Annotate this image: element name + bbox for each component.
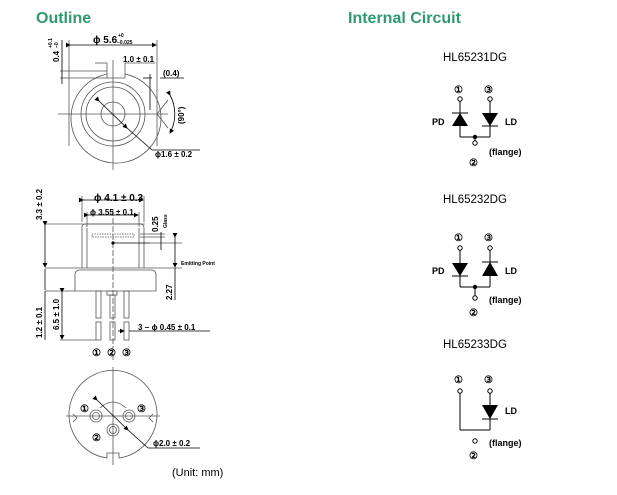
circuit-1-flange-label: (flange)	[489, 147, 522, 157]
circuit-3-pin-2: ②	[469, 451, 478, 462]
circuit-2-pd-diode-icon	[452, 263, 468, 276]
top-view-outer-circle	[70, 73, 162, 164]
lead-2	[109, 294, 116, 319]
circuit-1-pin-2: ②	[469, 158, 478, 169]
internal-circuit-heading: Internal Circuit	[348, 10, 461, 27]
circuit-2-model: HL65232DG	[443, 194, 507, 206]
circuit-1-pin-1: ①	[454, 85, 463, 96]
bottom-pin-2: ②	[92, 433, 101, 444]
side-emitting-height: 2.27	[165, 284, 174, 300]
circuit-1-model: HL65231DG	[443, 52, 507, 64]
side-lead-length: 6.5 ± 1.0	[52, 298, 61, 330]
top-notch-depth: 0.4	[52, 50, 61, 62]
top-notch-tol-upper: +0.1	[48, 38, 54, 48]
circuit-3-flange-label: (flange)	[489, 438, 522, 448]
circuit-2-pin-3: ③	[484, 233, 493, 244]
unit-note: (Unit: mm)	[172, 467, 224, 479]
top-angle: (90°)	[177, 106, 186, 124]
top-side-notch: (0.4)	[163, 69, 180, 78]
circuit-hl65231dg: HL65231DG ① ③ PD LD (flange) ②	[432, 52, 522, 169]
lead-1	[95, 290, 102, 319]
side-pin-2: ②	[107, 348, 116, 359]
side-view	[45, 196, 182, 360]
top-notch-tol-lower: −0	[54, 42, 60, 48]
side-lead-dia: 3 − ϕ 0.45 ± 0.1	[138, 323, 196, 332]
circuit-2-ld-diode-icon	[482, 262, 498, 276]
circuit-1-ld-diode-icon	[482, 113, 498, 126]
side-view-flange	[74, 269, 157, 292]
circuit-3-pin-3: ③	[484, 375, 493, 386]
circuit-1-pin-3: ③	[484, 85, 493, 96]
circuit-1-pd-label: PD	[432, 117, 445, 127]
circuit-3-model: HL65233DG	[443, 339, 507, 351]
circuit-3-pin-1: ①	[454, 375, 463, 386]
top-dia-body: ϕ 5.6	[93, 35, 118, 46]
circuit-2-flange-label: (flange)	[489, 295, 522, 305]
top-notch-width: 1.0 ± 0.1	[123, 55, 155, 64]
circuit-2-ld-label: LD	[505, 266, 517, 276]
outline-heading: Outline	[36, 10, 92, 27]
top-dia-tol-upper: +0	[118, 33, 124, 39]
circuit-1-pd-diode-icon	[452, 113, 468, 126]
bottom-view-outer	[68, 370, 158, 459]
bottom-pin-1: ①	[80, 404, 89, 415]
circuit-hl65232dg: HL65232DG ① ③ PD LD (flange) ②	[432, 194, 522, 319]
bottom-pcd: ϕ2.0 ± 0.2	[153, 439, 191, 448]
side-flange-thickness: 1.2 ± 0.1	[35, 306, 44, 338]
circuit-2-pin-2: ②	[469, 308, 478, 319]
circuit-3-ld-diode-icon	[482, 405, 498, 419]
side-glass-thickness: 0.25	[151, 216, 160, 232]
side-pin-3: ③	[122, 348, 131, 359]
side-pin-1: ①	[92, 348, 101, 359]
top-inner-dia: ϕ1.6 ± 0.2	[155, 150, 193, 159]
side-emitting-point-label: Emitting Point	[181, 261, 215, 267]
side-cap-height: 3.3 ± 0.2	[35, 188, 44, 220]
side-cap-dia: ϕ 4.1 ± 0.3	[94, 193, 144, 204]
side-glass-label: Glass	[163, 214, 169, 228]
side-window-dia: ϕ 3.55 ± 0.1	[90, 208, 134, 217]
lead-3	[123, 290, 130, 319]
bottom-pin-3: ③	[137, 404, 146, 415]
top-dia-tol-lower: −0.025	[117, 40, 133, 46]
circuit-2-pd-label: PD	[432, 266, 445, 276]
circuit-3-ld-label: LD	[505, 406, 517, 416]
circuit-hl65233dg: HL65233DG ① ③ LD (flange) ②	[443, 339, 522, 462]
circuit-1-ld-label: LD	[505, 117, 517, 127]
circuit-2-pin-1: ①	[454, 233, 463, 244]
